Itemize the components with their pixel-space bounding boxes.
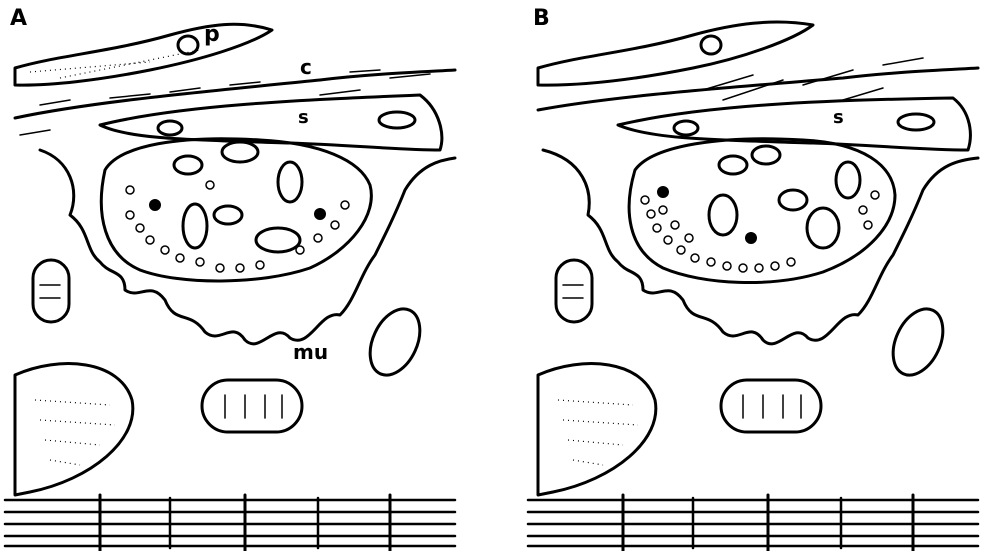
muscle-mito-1-cristae-b (563, 285, 583, 298)
muscle-mito-1 (33, 260, 69, 322)
muscle-mito-3-cristae-b (743, 395, 801, 418)
terminal-mito-3 (278, 162, 302, 202)
schwann-mitochondrion-2-b (898, 114, 934, 130)
synaptic-vesicles-b (641, 191, 879, 272)
myofibrils-b (528, 495, 978, 551)
label-s: s (298, 107, 309, 128)
label-mu: mu (293, 340, 328, 364)
muscle-nucleus-chromatin (35, 400, 115, 465)
panel-a-drawing (0, 0, 460, 551)
terminal-mito-6 (256, 228, 300, 252)
terminal-mito-1-b (719, 156, 747, 174)
panel-letter-b: B (533, 6, 550, 31)
terminal-mito-4-b (709, 195, 737, 235)
cell-p-nucleus-b (701, 36, 721, 54)
panel-b: B s (523, 0, 983, 551)
terminal-mito-4 (183, 204, 207, 248)
terminal-mito-3-b (836, 162, 860, 198)
muscle-mito-1-b (556, 260, 592, 322)
synaptic-vesicles (126, 181, 349, 272)
label-p: p (204, 22, 220, 47)
dense-vesicle-1-b (657, 186, 669, 198)
nerve-terminal-outline (101, 139, 371, 281)
muscle-nucleus-chromatin-b (558, 400, 638, 465)
dense-vesicle-1 (149, 199, 161, 211)
terminal-mito-6-b (807, 208, 839, 248)
muscle-mito-2 (360, 301, 429, 383)
muscle-mito-3 (202, 380, 302, 432)
terminal-mito-1 (174, 156, 202, 174)
muscle-nucleus (15, 364, 133, 495)
terminal-mito-5-b (779, 190, 807, 210)
muscle-nucleus-b (538, 364, 656, 495)
cell-p-outline-b (538, 22, 813, 85)
dense-vesicle-2 (314, 208, 326, 220)
muscle-mito-1-cristae (40, 285, 60, 298)
muscle-mito-2-b (883, 301, 952, 383)
label-s-b: s (833, 107, 844, 128)
cell-p-nucleus (178, 36, 198, 54)
muscle-mito-3-b (721, 380, 821, 432)
myofibrils (5, 495, 455, 551)
label-c: c (300, 55, 312, 79)
schwann-mitochondrion-2 (379, 112, 415, 128)
panel-a: A p c s mu (0, 0, 460, 551)
muscle-mito-3-cristae (225, 395, 282, 418)
terminal-mito-2-b (752, 146, 780, 164)
nerve-terminal-outline-b (629, 139, 895, 283)
dense-vesicle-2-b (745, 232, 757, 244)
terminal-mito-2 (222, 142, 258, 162)
cell-p-outline (15, 24, 272, 85)
schwann-mitochondrion-1-b (674, 121, 698, 135)
schwann-mitochondrion-1 (158, 121, 182, 135)
panel-letter-a: A (10, 6, 27, 31)
terminal-mito-5 (214, 206, 242, 224)
panel-b-drawing (523, 0, 983, 551)
collagen-band (15, 70, 455, 118)
schwann-cell-outline-b (618, 98, 970, 150)
